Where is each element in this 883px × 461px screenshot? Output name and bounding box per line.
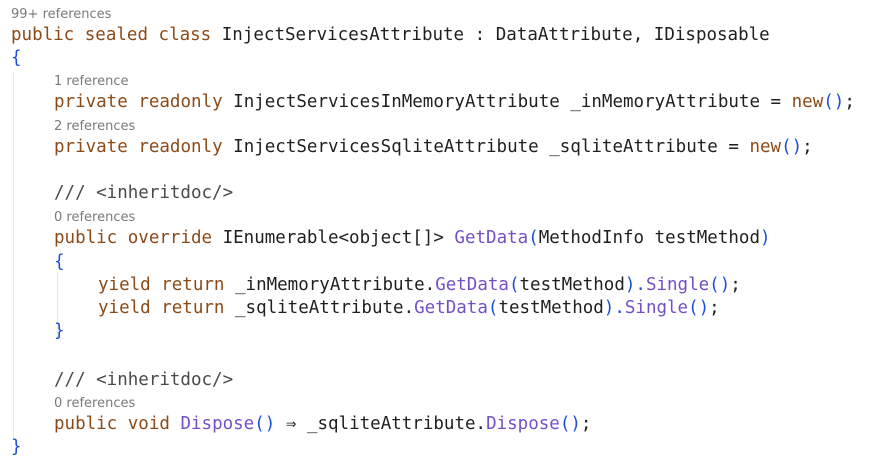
keyword: private (54, 92, 128, 112)
keyword: override (127, 228, 213, 248)
brace: } (11, 437, 22, 457)
codelens-references[interactable]: 0 references (54, 210, 136, 225)
class-name: InjectServicesAttribute (221, 25, 465, 45)
field-name: _sqliteAttribute (549, 137, 718, 157)
codelens-references[interactable]: 1 reference (54, 74, 129, 89)
keyword: readonly (138, 137, 223, 157)
method-name: GetData (454, 228, 529, 248)
codelens-references[interactable]: 2 references (54, 119, 136, 134)
parameter: MethodInfo testMethod (538, 228, 760, 248)
brace: } (54, 321, 65, 341)
parens: () (688, 298, 710, 318)
argument: testMethod (498, 298, 604, 318)
field-name: _sqliteAttribute. (235, 298, 415, 318)
paren: ). (624, 275, 646, 295)
code-line[interactable]: /// <inheritdoc/> (54, 182, 233, 204)
code-line[interactable]: public sealed class InjectServicesAttrib… (11, 24, 770, 46)
indent-guide (13, 72, 14, 438)
parens: () (709, 275, 731, 295)
keyword: new (791, 92, 824, 112)
code-line[interactable]: { (54, 251, 65, 273)
method-name: GetData (414, 298, 488, 318)
keyword: return (161, 298, 225, 318)
keyword: yield (98, 275, 151, 295)
keyword: private (54, 137, 128, 157)
method-name: GetData (435, 275, 509, 295)
return-type: IEnumerable<object[]> (222, 228, 444, 248)
paren: ( (508, 275, 520, 295)
code-line[interactable]: private readonly InjectServicesInMemoryA… (54, 91, 855, 113)
keyword: sealed (84, 25, 148, 45)
base-type: DataAttribute, (495, 25, 644, 45)
code-line[interactable]: /// <inheritdoc/> (54, 369, 233, 391)
code-line[interactable]: private readonly InjectServicesSqliteAtt… (54, 136, 813, 158)
code-line[interactable]: public void Dispose() ⇒ _sqliteAttribute… (54, 413, 591, 435)
operator: : (474, 25, 486, 45)
field-name: _inMemoryAttribute (570, 92, 760, 112)
semicolon: ; (802, 137, 813, 157)
operator: = (728, 137, 739, 157)
code-line[interactable]: } (54, 320, 65, 342)
code-line[interactable]: } (11, 436, 22, 458)
method-name: Dispose (180, 414, 255, 434)
semicolon: ; (709, 298, 720, 318)
operator: = (770, 92, 782, 112)
lambda-arrow: ⇒ (285, 414, 297, 434)
parens: () (823, 92, 845, 112)
type-name: InjectServicesSqliteAttribute (233, 137, 539, 157)
argument: testMethod (519, 275, 625, 295)
parens: () (559, 414, 581, 434)
codelens-references[interactable]: 0 references (54, 396, 136, 411)
field-name: _sqliteAttribute. (306, 414, 487, 434)
method-name: Single (645, 275, 710, 295)
brace: { (11, 48, 22, 68)
paren: ( (528, 228, 539, 248)
keyword: yield (98, 298, 151, 318)
parens: () (781, 137, 803, 157)
interface-name: IDisposable (653, 25, 770, 45)
keyword: public (54, 414, 118, 434)
keyword: readonly (138, 92, 223, 112)
keyword: class (158, 25, 212, 45)
semicolon: ; (844, 92, 855, 112)
field-name: _inMemoryAttribute. (235, 275, 436, 295)
type-name: InjectServicesInMemoryAttribute (233, 92, 560, 112)
parens: () (254, 414, 276, 434)
brace: { (54, 252, 65, 272)
paren: ( (487, 298, 499, 318)
keyword: void (127, 414, 170, 434)
code-line[interactable]: { (11, 47, 22, 69)
codelens-references[interactable]: 99+ references (11, 7, 112, 22)
code-line[interactable]: yield return _sqliteAttribute.GetData(te… (98, 297, 720, 319)
code-line[interactable]: yield return _inMemoryAttribute.GetData(… (98, 274, 741, 296)
doc-comment: /// <inheritdoc/> (54, 183, 234, 203)
semicolon: ; (580, 414, 592, 434)
indent-guide (57, 272, 58, 338)
keyword: return (161, 275, 225, 295)
keyword: new (749, 137, 782, 157)
doc-comment: /// <inheritdoc/> (54, 370, 234, 390)
semicolon: ; (730, 275, 741, 295)
keyword: public (54, 228, 118, 248)
keyword: public (11, 25, 75, 45)
method-name: Dispose (486, 414, 560, 434)
paren: ) (760, 228, 771, 248)
paren: ). (603, 298, 625, 318)
code-line[interactable]: public override IEnumerable<object[]> Ge… (54, 227, 771, 249)
method-name: Single (624, 298, 689, 318)
